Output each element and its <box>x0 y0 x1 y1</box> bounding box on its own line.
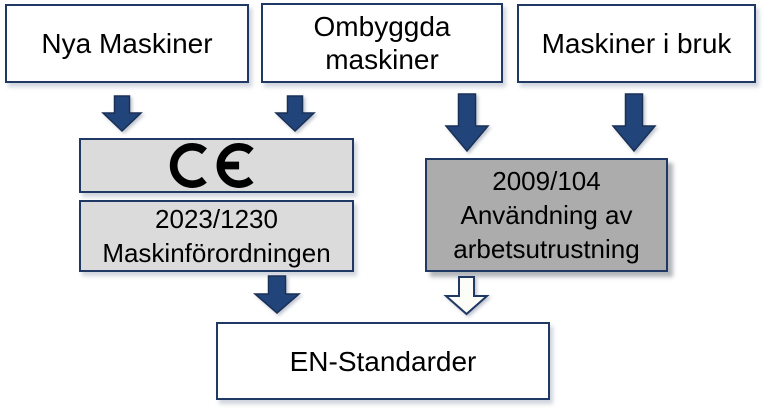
box-label-line: arbetsutrustning <box>453 234 640 264</box>
box-regulation-2023-1230: 2023/1230 Maskinförordningen <box>79 200 354 272</box>
arrow-ombyggda-to-ce-icon <box>274 95 316 133</box>
arrow-2023-to-standards-icon <box>252 275 302 314</box>
box-label: EN-Standarder <box>289 345 477 377</box>
arrow-ibruk-to-2009-icon <box>611 93 657 153</box>
arrow-ombyggda-to-2009-icon <box>444 93 490 153</box>
box-label-line: Användning av <box>460 200 633 230</box>
box-maskiner-i-bruk: Maskiner i bruk <box>517 4 756 83</box>
box-ombyggda-maskiner: Ombyggda maskiner <box>261 3 503 83</box>
box-ce-marking <box>79 138 354 193</box>
box-label-line: 2023/1230 <box>155 204 278 234</box>
box-label-line: Ombyggda <box>313 11 451 42</box>
box-label-line: 2009/104 <box>492 166 601 196</box>
arrow-nya-to-ce-icon <box>101 95 143 133</box>
box-en-standarder: EN-Standarder <box>216 322 550 400</box>
arrow-2009-to-standards-icon <box>443 276 490 316</box>
ce-mark-icon <box>169 142 262 189</box>
box-label: Maskiner i bruk <box>541 28 732 59</box>
box-label-line: maskiner <box>325 44 439 75</box>
box-nya-maskiner: Nya Maskiner <box>5 4 249 83</box>
box-directive-2009-104: 2009/104 Användning av arbetsutrustning <box>425 158 668 272</box>
box-label-line: Maskinförordningen <box>102 238 331 268</box>
box-label: Nya Maskiner <box>41 28 213 59</box>
